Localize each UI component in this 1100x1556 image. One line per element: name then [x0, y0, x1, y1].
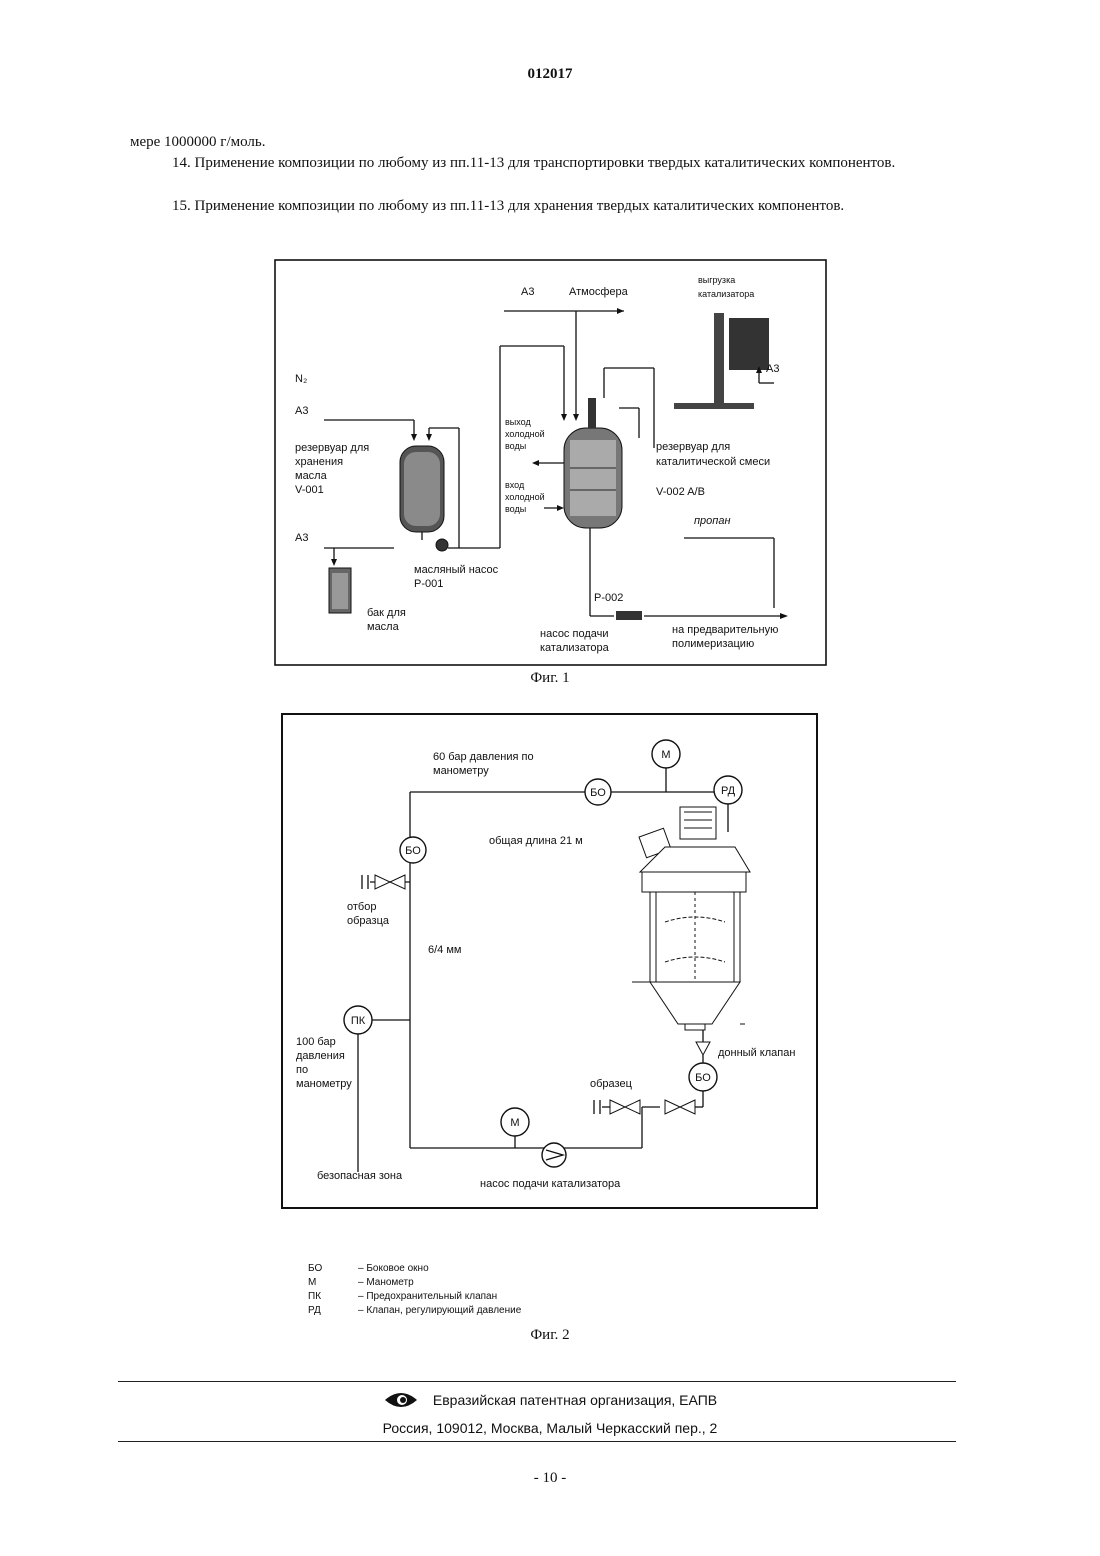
- label-a3-left-1: A3: [295, 405, 308, 417]
- label-oil-tank-3: масла: [295, 470, 328, 482]
- symbol-m-bottom: М: [510, 1117, 519, 1129]
- legend-row-bo: БО– Боковое окно: [308, 1262, 521, 1276]
- label-atmosphere: Атмосфера: [569, 286, 629, 298]
- eapo-logo-icon: [383, 1390, 419, 1410]
- label-oil-tank-2: хранения: [295, 456, 343, 468]
- label-mix-tank-3: V-002 A/B: [656, 486, 705, 498]
- symbol-bo-left: БО: [405, 845, 421, 857]
- label-a3-top: A3: [521, 286, 534, 298]
- unloading-hopper: [729, 318, 769, 370]
- label-mix-tank-2: каталитической смеси: [656, 456, 770, 468]
- legend-abbr: РД: [308, 1304, 358, 1318]
- label-prepoly-1: на предварительную: [672, 624, 778, 636]
- label-unload-1: выгрузка: [698, 275, 735, 285]
- oil-pump-p001: [436, 539, 448, 551]
- label-prepoly-2: полимеризацию: [672, 638, 754, 650]
- organization-address: Россия, 109012, Москва, Малый Черкасский…: [0, 1420, 1100, 1436]
- claim-15: 15. Применение композиции по любому из п…: [130, 196, 968, 216]
- label-safe-zone: безопасная зона: [317, 1170, 403, 1182]
- label-a3-left-2: A3: [295, 532, 308, 544]
- symbol-m-top: М: [661, 749, 670, 761]
- label-pressure-100-1: 100 бар: [296, 1036, 336, 1048]
- document-number: 012017: [0, 66, 1100, 83]
- label-cat-pump-2: катализатора: [540, 642, 610, 654]
- label-pressure-100-3: по: [296, 1064, 308, 1076]
- label-total-length: общая длина 21 м: [489, 835, 583, 847]
- footer-divider-bottom: [118, 1441, 956, 1442]
- figure-2-diagram: 60 бар давления по манометру общая длина…: [280, 712, 820, 1212]
- legend-abbr: БО: [308, 1262, 358, 1276]
- label-cold-in-1: вход: [505, 480, 525, 490]
- label-cold-out-1: выход: [505, 417, 531, 427]
- page-number: - 10 -: [0, 1470, 1100, 1487]
- legend-desc: – Предохранительный клапан: [358, 1290, 497, 1304]
- label-a3-right: A3: [766, 363, 779, 375]
- symbol-bo-bottom: БО: [695, 1072, 711, 1084]
- figure-1-caption: Фиг. 1: [0, 670, 1100, 687]
- label-cold-out-3: воды: [505, 441, 526, 451]
- legend-row-m: М– Манометр: [308, 1276, 521, 1290]
- label-n2: N₂: [295, 373, 307, 385]
- label-cold-out-2: холодной: [505, 429, 545, 439]
- label-oil-drum-2: масла: [367, 621, 400, 633]
- figure-2-caption: Фиг. 2: [0, 1327, 1100, 1344]
- figure-1-diagram: A3 Атмосфера выгрузка катализатора A3 N₂…: [274, 258, 828, 668]
- catalyst-pump-p002: [616, 611, 642, 620]
- organization-name: Евразийская патентная организация, ЕАПВ: [433, 1392, 717, 1408]
- legend-desc: – Манометр: [358, 1276, 414, 1290]
- label-oil-drum-1: бак для: [367, 607, 406, 619]
- label-cold-in-3: воды: [505, 504, 526, 514]
- label-pressure-100-2: давления: [296, 1050, 345, 1062]
- symbol-bo-top: БО: [590, 787, 606, 799]
- label-oil-tank-1: резервуар для: [295, 442, 369, 454]
- label-cat-pump: насос подачи катализатора: [480, 1178, 621, 1190]
- label-pressure-100-4: манометру: [296, 1078, 352, 1090]
- org-row: Евразийская патентная организация, ЕАПВ: [0, 1390, 1100, 1410]
- legend-abbr: М: [308, 1276, 358, 1290]
- label-pipe-size: 6/4 мм: [428, 944, 461, 956]
- label-oil-pump-1: масляный насос: [414, 564, 499, 576]
- legend-desc: – Клапан, регулирующий давление: [358, 1304, 521, 1318]
- label-cat-pump-1: насос подачи: [540, 628, 609, 640]
- legend-row-rd: РД– Клапан, регулирующий давление: [308, 1304, 521, 1318]
- legend-row-pk: ПК– Предохранительный клапан: [308, 1290, 521, 1304]
- label-propane: пропан: [694, 515, 731, 527]
- legend-desc: – Боковое окно: [358, 1262, 429, 1276]
- claim-14: 14. Применение композиции по любому из п…: [130, 153, 968, 173]
- label-unload-2: катализатора: [698, 289, 754, 299]
- label-sample-take-1: отбор: [347, 901, 376, 913]
- label-oil-tank-4: V-001: [295, 484, 324, 496]
- text-line-continuation: мере 1000000 г/моль.: [130, 132, 968, 152]
- label-bottom-valve: донный клапан: [718, 1047, 795, 1059]
- label-pressure-60-1: 60 бар давления по: [433, 751, 534, 763]
- symbol-rd: РД: [721, 785, 736, 797]
- label-p002: P-002: [594, 592, 623, 604]
- symbol-pk: ПК: [351, 1015, 366, 1027]
- label-sample: образец: [590, 1078, 633, 1090]
- label-sample-take-2: образца: [347, 915, 390, 927]
- unloading-column: [714, 313, 724, 408]
- legend-abbr: ПК: [308, 1290, 358, 1304]
- footer-divider-top: [118, 1381, 956, 1382]
- figure-2-legend: БО– Боковое окно М– Манометр ПК– Предохр…: [308, 1262, 521, 1318]
- label-mix-tank-1: резервуар для: [656, 441, 730, 453]
- label-pressure-60-2: манометру: [433, 765, 489, 777]
- label-cold-in-2: холодной: [505, 492, 545, 502]
- label-oil-pump-2: P-001: [414, 578, 443, 590]
